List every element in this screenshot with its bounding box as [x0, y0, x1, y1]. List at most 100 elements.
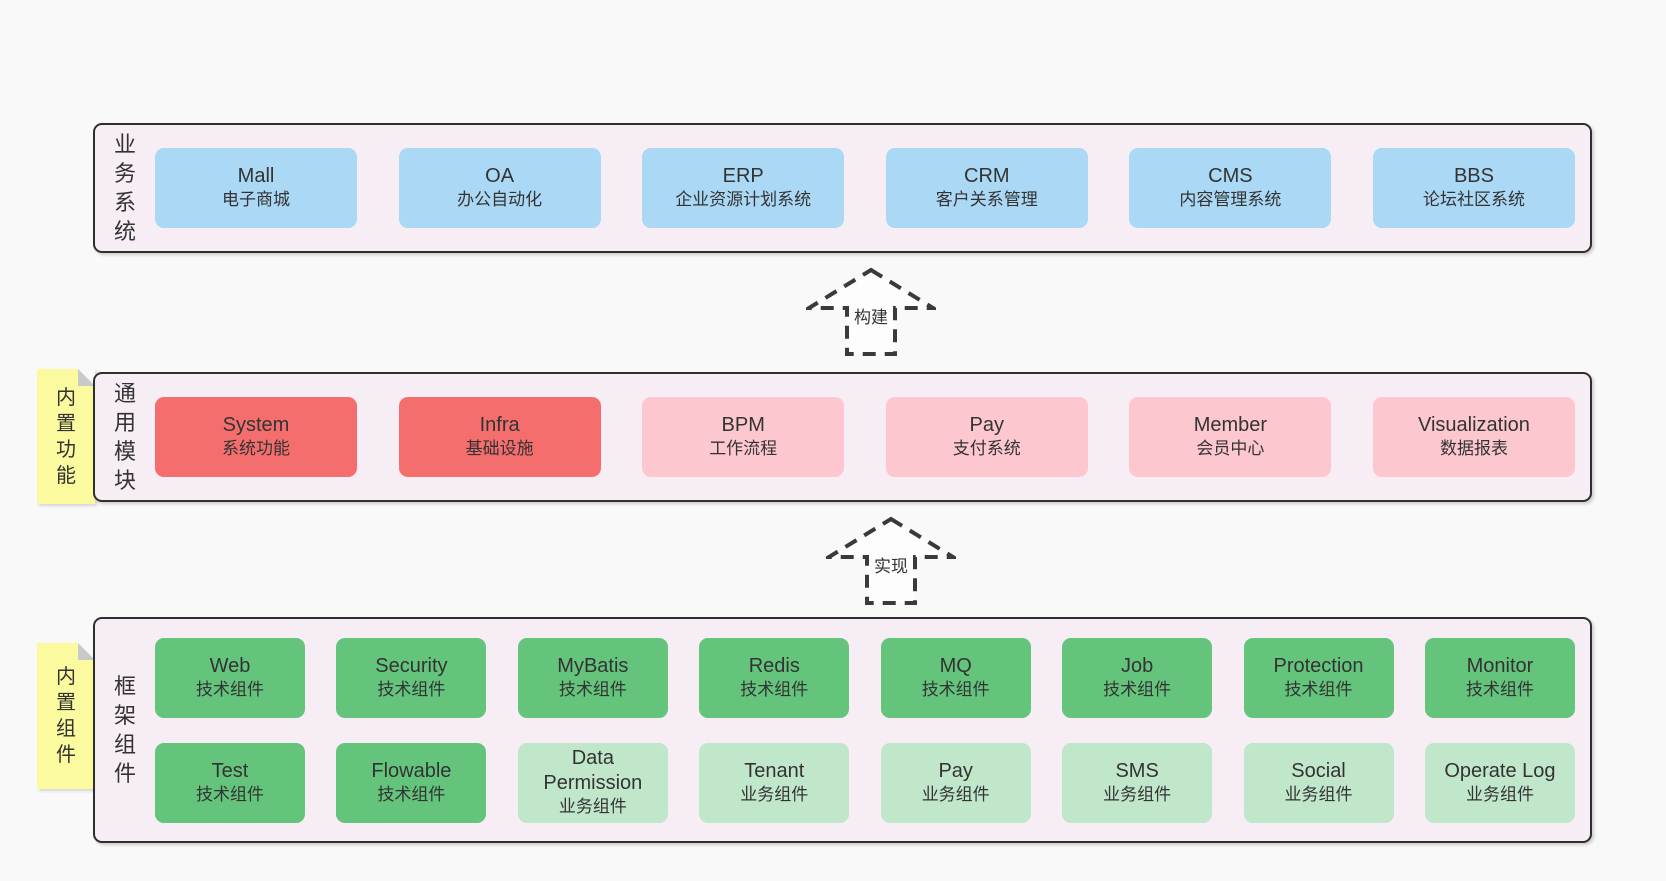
box-title: Redis [748, 654, 800, 677]
box-subtitle: 技术组件 [377, 679, 446, 699]
box-subtitle: 会员中心 [1196, 439, 1265, 459]
box-subtitle: 支付系统 [952, 439, 1021, 459]
arrow-build: 构建 [806, 267, 936, 357]
box-title: Protection [1273, 654, 1364, 677]
box-title: CMS [1208, 165, 1253, 188]
box-title: Data Permission [543, 747, 643, 795]
box-title: ERP [722, 165, 764, 188]
box-title: MyBatis [557, 654, 629, 677]
box-subtitle: 业务组件 [921, 784, 990, 804]
box-subtitle: 业务组件 [1284, 784, 1353, 804]
arrow-implement: 实现 [826, 516, 956, 606]
box-subtitle: 技术组件 [1284, 679, 1353, 699]
box-subtitle: 技术组件 [1465, 679, 1534, 699]
box-subtitle: 技术组件 [1103, 679, 1172, 699]
box-subtitle: 业务组件 [1465, 784, 1534, 804]
box-subtitle: 业务组件 [1103, 784, 1172, 804]
section-side-column: 框架组件 [95, 619, 155, 841]
section-side-column: 业务系统 [95, 125, 155, 251]
box-title: Test [211, 759, 249, 782]
box-title: OA [485, 165, 515, 188]
box-subtitle: 技术组件 [558, 679, 627, 699]
box-title: CRM [964, 165, 1010, 188]
box-subtitle: 数据报表 [1439, 439, 1508, 459]
box-title: Visualization [1418, 414, 1530, 437]
arrow-label: 实现 [871, 552, 911, 577]
box-title: Pay [969, 414, 1005, 437]
box-title: System [222, 414, 290, 437]
box-subtitle: 电子商城 [222, 190, 290, 210]
box-title: Social [1291, 759, 1346, 782]
box-title: Infra [479, 414, 520, 437]
box-title: Member [1193, 414, 1268, 437]
box-subtitle: 技术组件 [196, 784, 264, 804]
box-subtitle: 论坛社区系统 [1422, 190, 1525, 210]
arrow-label: 构建 [851, 303, 891, 328]
box-subtitle: 业务组件 [740, 784, 809, 804]
box-subtitle: 工作流程 [709, 439, 778, 459]
box-subtitle: 技术组件 [921, 679, 990, 699]
sticky-note-label: 内置功能 [56, 386, 76, 487]
section-side-label: 框架组件 [113, 673, 136, 787]
box-title: MQ [939, 654, 972, 677]
section-side-label: 业务系统 [113, 131, 136, 245]
box-subtitle: 技术组件 [740, 679, 809, 699]
box-title: BBS [1453, 165, 1494, 188]
box-title: SMS [1115, 759, 1159, 782]
box-subtitle: 技术组件 [196, 679, 264, 699]
box-title: Monitor [1466, 654, 1534, 677]
sticky-note-built-in-components: 内置组件 [37, 643, 95, 789]
box-subtitle: 基础设施 [465, 439, 534, 459]
box-subtitle: 客户关系管理 [935, 190, 1038, 210]
box-title: Operate Log [1444, 759, 1556, 782]
box-subtitle: 技术组件 [377, 784, 446, 804]
box-subtitle: 内容管理系统 [1179, 190, 1282, 210]
section-side-column: 通用模块 [95, 374, 155, 500]
box-title: Web [209, 654, 251, 677]
box-subtitle: 业务组件 [558, 797, 627, 817]
box-title: Mall [237, 165, 275, 188]
box-subtitle: 系统功能 [222, 439, 290, 459]
box-subtitle: 企业资源计划系统 [675, 190, 812, 210]
box-title: Pay [938, 759, 973, 782]
box-subtitle: 办公自动化 [457, 190, 543, 210]
sticky-note-label: 内置组件 [56, 666, 76, 766]
box-title: Security [375, 654, 448, 677]
sticky-note-built-in-features: 内置功能 [37, 369, 95, 504]
section-side-label: 通用模块 [113, 380, 136, 494]
